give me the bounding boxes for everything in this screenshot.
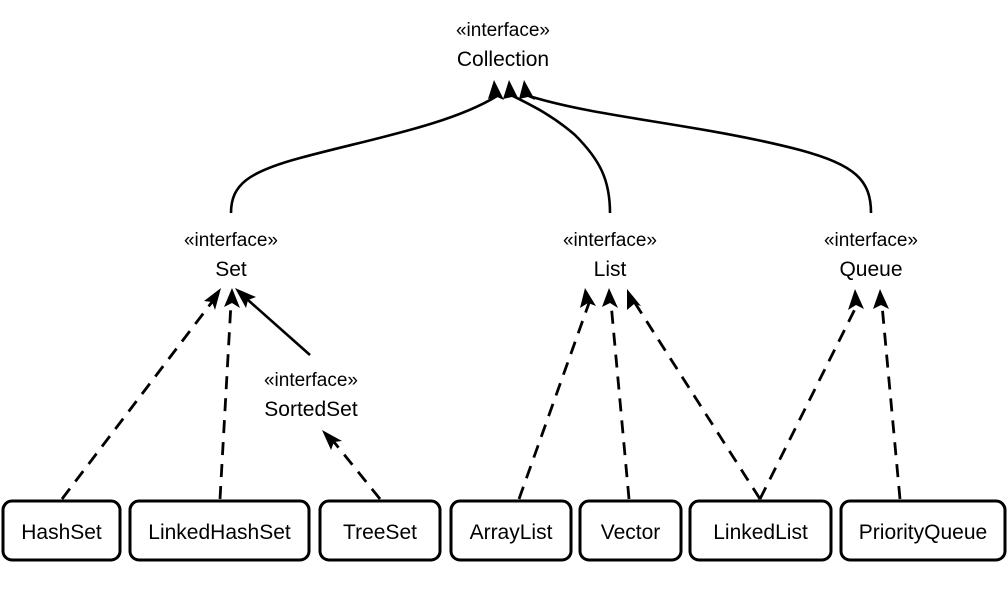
edge-sortedset-to-set[interactable] xyxy=(235,288,311,356)
edge-queue-to-collection[interactable] xyxy=(519,80,873,214)
interface-stereotype: «interface» xyxy=(456,20,550,41)
class-box-rect xyxy=(449,499,573,562)
edge-linkedlist-to-queue[interactable] xyxy=(758,289,864,500)
class-box-treeset[interactable]: TreeSet xyxy=(318,499,442,562)
class-name: LinkedList xyxy=(713,521,808,544)
interface-name: Queue xyxy=(839,258,902,281)
class-box-rect xyxy=(688,499,833,562)
arrowhead-open xyxy=(224,288,240,308)
edge-priorityqueue-to-queue[interactable] xyxy=(873,289,902,500)
edge-line xyxy=(880,304,902,500)
class-box-priorityqueue[interactable]: PriorityQueue xyxy=(839,499,1007,562)
class-box-hashset[interactable]: HashSet xyxy=(1,499,122,562)
edge-line xyxy=(528,94,873,214)
class-name: Vector xyxy=(601,521,661,544)
edge-line xyxy=(218,302,233,500)
edge-linkedhashset-to-set[interactable] xyxy=(218,288,240,500)
class-name: TreeSet xyxy=(343,521,417,544)
class-box-vector[interactable]: Vector xyxy=(578,499,683,562)
arrowhead-open xyxy=(580,288,596,308)
edge-arraylist-to-list[interactable] xyxy=(517,288,596,500)
edge-line xyxy=(512,94,612,214)
arrowhead-open xyxy=(602,288,618,308)
edge-group-to-collection xyxy=(229,80,873,214)
interface-name: Set xyxy=(215,258,247,281)
edge-line xyxy=(609,302,631,500)
arrowhead-open xyxy=(848,289,864,310)
arrowhead-open xyxy=(873,289,889,309)
class-box-rect xyxy=(1,499,122,562)
edge-list-to-collection[interactable] xyxy=(503,80,612,214)
interface-stereotype: «interface» xyxy=(264,370,358,391)
interface-sortedset[interactable]: «interface» SortedSet xyxy=(264,370,358,421)
class-box-rect xyxy=(128,499,311,562)
interface-stereotype: «interface» xyxy=(563,230,657,251)
class-box-arraylist[interactable]: ArrayList xyxy=(449,499,573,562)
interface-collection[interactable]: «interface» Collection xyxy=(456,20,550,71)
class-name: PriorityQueue xyxy=(859,521,987,544)
class-box-linkedhashset[interactable]: LinkedHashSet xyxy=(128,499,311,562)
class-box-rect xyxy=(839,499,1007,562)
edge-line xyxy=(758,304,859,500)
interface-name: SortedSet xyxy=(264,398,358,421)
edge-line xyxy=(229,94,498,214)
arrowhead-open xyxy=(488,80,504,100)
interface-queue[interactable]: «interface» Queue xyxy=(824,230,918,281)
class-name: ArrayList xyxy=(470,521,553,544)
edge-line xyxy=(633,302,762,500)
interface-name: List xyxy=(594,258,627,281)
arrowhead-open xyxy=(627,289,641,310)
arrowhead-open xyxy=(503,80,519,100)
class-box-linkedlist[interactable]: LinkedList xyxy=(688,499,833,562)
arrowhead-open xyxy=(235,288,256,308)
class-name: LinkedHashSet xyxy=(148,521,291,544)
edge-line xyxy=(332,441,382,500)
interface-stereotype: «interface» xyxy=(824,230,918,251)
edge-group-realizations xyxy=(60,288,902,500)
interface-set[interactable]: «interface» Set xyxy=(184,230,278,281)
interface-list[interactable]: «interface» List xyxy=(563,230,657,281)
class-box-rect xyxy=(578,499,683,562)
class-box-rect xyxy=(318,499,442,562)
edge-set-to-collection[interactable] xyxy=(229,80,504,214)
class-name: HashSet xyxy=(21,521,102,544)
edge-line xyxy=(247,299,311,356)
edge-line xyxy=(60,301,214,500)
edge-linkedlist-to-list[interactable] xyxy=(627,289,762,500)
edge-treeset-to-sortedset[interactable] xyxy=(322,430,382,500)
interface-name: Collection xyxy=(457,48,549,71)
arrowhead-open xyxy=(519,80,535,100)
edge-vector-to-list[interactable] xyxy=(602,288,631,500)
interface-stereotype: «interface» xyxy=(184,230,278,251)
arrowhead-open xyxy=(204,288,221,310)
arrowhead-open xyxy=(322,430,342,450)
edge-hashset-to-set[interactable] xyxy=(60,288,221,500)
edge-line xyxy=(517,302,591,500)
